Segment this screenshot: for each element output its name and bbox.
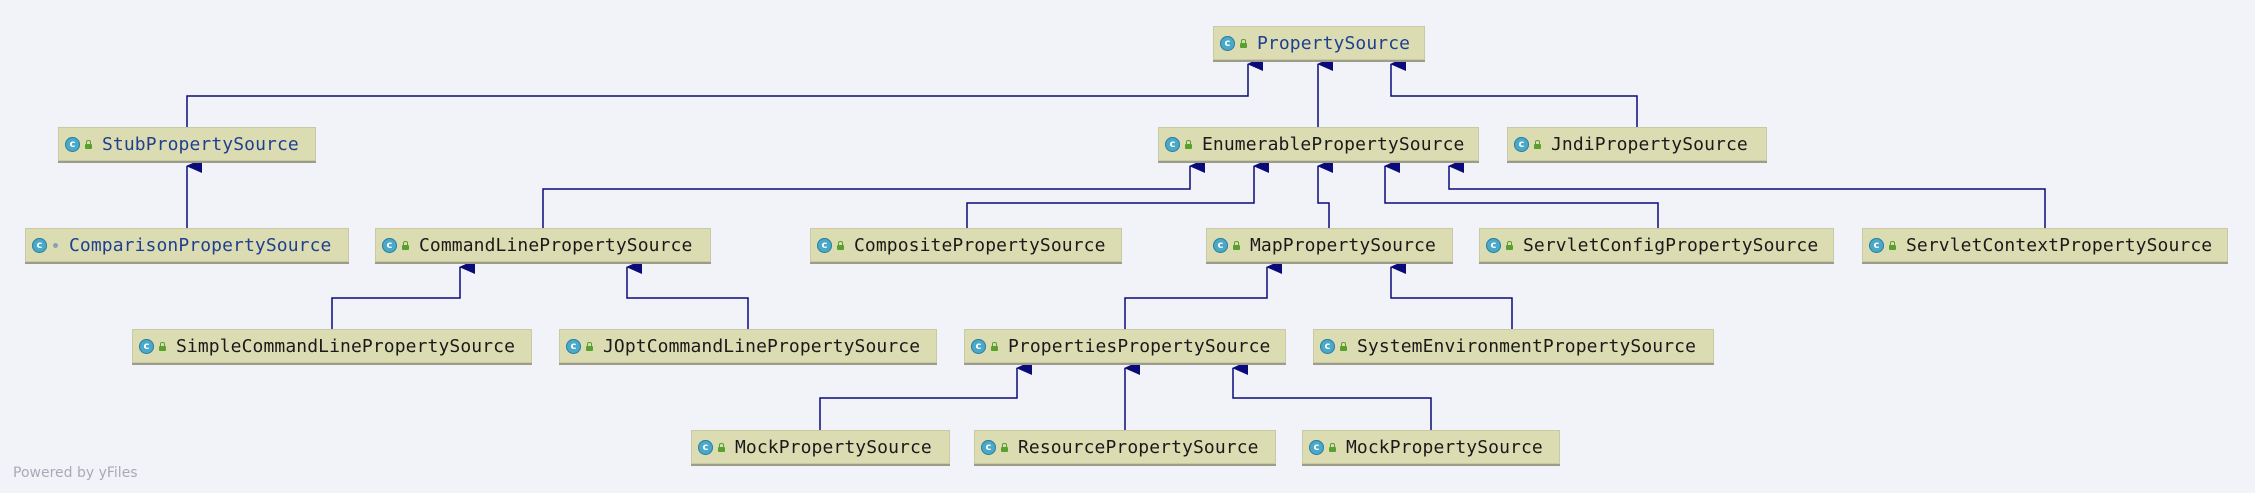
class-node-enumerablepropertysource[interactable]: c EnumerablePropertySource xyxy=(1158,127,1479,161)
edge-properties-to-map xyxy=(1124,260,1282,329)
class-node-compositepropertysource[interactable]: c CompositePropertySource xyxy=(810,228,1122,262)
edge-mock1-to-properties xyxy=(819,361,1032,430)
public-lock-icon xyxy=(1533,139,1542,149)
class-name: CommandLinePropertySource xyxy=(419,234,693,256)
class-node-simplecommandlinepropertysource[interactable]: c SimpleCommandLinePropertySource xyxy=(132,329,532,363)
class-icon: c xyxy=(382,237,397,253)
public-lock-icon xyxy=(1232,240,1241,250)
public-lock-icon xyxy=(158,341,167,351)
public-lock-icon xyxy=(401,240,410,250)
class-node-commandlinepropertysource[interactable]: c CommandLinePropertySource xyxy=(375,228,711,262)
class-icon: c xyxy=(1320,338,1335,354)
class-name: CompositePropertySource xyxy=(854,234,1106,256)
edge-jndi-to-propertysource xyxy=(1390,57,1638,127)
class-icon: c xyxy=(1165,136,1180,152)
public-lock-icon xyxy=(1888,240,1897,250)
class-name: ResourcePropertySource xyxy=(1018,436,1259,458)
class-node-comparisonpropertysource[interactable]: c ComparisonPropertySource xyxy=(25,228,349,262)
class-icon: c xyxy=(566,338,581,354)
class-node-servletconfigpropertysource[interactable]: c ServletConfigPropertySource xyxy=(1479,228,1834,262)
class-name: ComparisonPropertySource xyxy=(69,234,332,256)
class-icon: c xyxy=(1486,237,1501,253)
class-icon: c xyxy=(981,439,996,455)
class-name: SystemEnvironmentPropertySource xyxy=(1357,335,1697,357)
class-icon: c xyxy=(1220,35,1235,51)
class-node-joptcommandlinepropertysource[interactable]: c JOptCommandLinePropertySource xyxy=(559,329,937,363)
public-lock-icon xyxy=(1239,38,1248,48)
public-lock-icon xyxy=(717,442,726,452)
edge-stub-to-propertysource xyxy=(186,57,1263,127)
public-lock-icon xyxy=(990,341,999,351)
class-name: MockPropertySource xyxy=(1346,436,1543,458)
powered-by-footer: Powered by yFiles xyxy=(13,465,138,481)
class-icon: c xyxy=(698,439,713,455)
class-name: PropertySource xyxy=(1257,32,1411,54)
public-lock-icon xyxy=(836,240,845,250)
class-icon: c xyxy=(1309,439,1324,455)
class-node-mappropertysource[interactable]: c MapPropertySource xyxy=(1206,228,1453,262)
class-node-mockpropertysource[interactable]: c MockPropertySource xyxy=(691,430,950,464)
class-node-servletcontextpropertysource[interactable]: c ServletContextPropertySource xyxy=(1862,228,2228,262)
class-name: JOptCommandLinePropertySource xyxy=(603,335,921,357)
edge-mock2-to-properties xyxy=(1232,361,1432,430)
public-lock-icon xyxy=(1339,341,1348,351)
edge-servletcontext-to-enumerable xyxy=(1448,159,2046,228)
class-name: ServletContextPropertySource xyxy=(1906,234,2213,256)
public-lock-icon xyxy=(1000,442,1009,452)
class-icon: c xyxy=(1213,237,1228,253)
edge-joptcommandline-to-commandline xyxy=(626,260,749,329)
edge-simplecommandline-to-commandline xyxy=(331,260,475,329)
class-icon: c xyxy=(32,237,47,253)
public-lock-icon xyxy=(1184,139,1193,149)
class-node-resourcepropertysource[interactable]: c ResourcePropertySource xyxy=(974,430,1276,464)
public-lock-icon xyxy=(585,341,594,351)
class-icon: c xyxy=(817,237,832,253)
class-name: PropertiesPropertySource xyxy=(1008,335,1271,357)
class-name: EnumerablePropertySource xyxy=(1202,133,1465,155)
class-name: StubPropertySource xyxy=(102,133,299,155)
class-icon: c xyxy=(65,136,80,152)
class-node-jndipropertysource[interactable]: c JndiPropertySource xyxy=(1507,127,1767,161)
class-name: JndiPropertySource xyxy=(1551,133,1748,155)
class-node-systemenvironmentpropertysource[interactable]: c SystemEnvironmentPropertySource xyxy=(1313,329,1714,363)
edge-servletconfig-to-enumerable xyxy=(1384,159,1659,228)
public-lock-icon xyxy=(1328,442,1337,452)
public-lock-icon xyxy=(84,139,93,149)
edge-composite-to-enumerable xyxy=(966,159,1269,228)
class-icon: c xyxy=(1514,136,1529,152)
class-icon: c xyxy=(1869,237,1884,253)
class-name: MockPropertySource xyxy=(735,436,932,458)
public-lock-icon xyxy=(1505,240,1514,250)
class-icon: c xyxy=(139,338,154,354)
edge-map-to-enumerable xyxy=(1317,159,1333,228)
package-private-icon xyxy=(51,241,60,250)
class-name: ServletConfigPropertySource xyxy=(1523,234,1819,256)
class-node-propertysource[interactable]: c PropertySource xyxy=(1213,26,1425,60)
class-name: MapPropertySource xyxy=(1250,234,1436,256)
class-name: SimpleCommandLinePropertySource xyxy=(176,335,516,357)
class-node-propertiespropertysource[interactable]: c PropertiesPropertySource xyxy=(964,329,1286,363)
class-node-stubpropertysource[interactable]: c StubPropertySource xyxy=(58,127,316,161)
class-icon: c xyxy=(971,338,986,354)
class-node-mockpropertysource-2[interactable]: c MockPropertySource xyxy=(1302,430,1560,464)
edge-commandline-to-enumerable xyxy=(542,159,1205,228)
edge-systemenv-to-map xyxy=(1390,260,1513,329)
